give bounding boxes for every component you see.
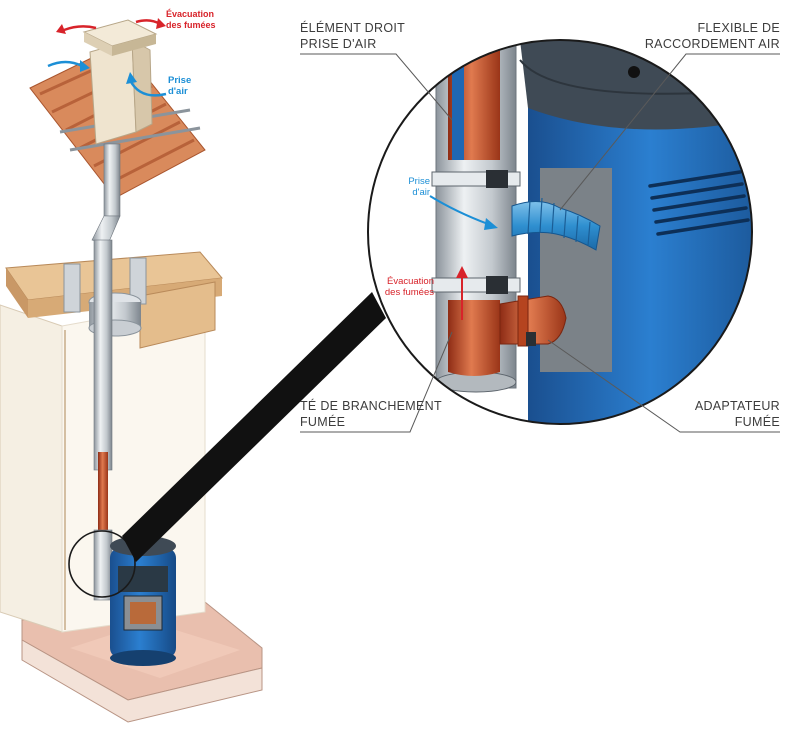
- leader-flexible: [559, 53, 780, 211]
- roof-batten-2: [69, 126, 201, 152]
- flue-lower: [93, 529, 113, 601]
- callout-te-line1: TÉ DE BRANCHEMENT: [300, 399, 442, 413]
- support-plate: [63, 263, 81, 313]
- callout-element-droit-line1: ÉLÉMENT DROIT: [300, 21, 406, 35]
- smoke-arrow-zoom-head: [456, 266, 468, 278]
- air-arrow-top: [128, 79, 167, 97]
- callout-adaptateur-line1: ADAPTATEUR: [694, 399, 780, 413]
- air-arrow-top-head: [126, 72, 137, 84]
- air-arrow-zoom: [429, 195, 489, 225]
- stove-grille-vents: [648, 170, 750, 236]
- adapter-clamp: [526, 332, 536, 346]
- leader-te: [300, 331, 453, 433]
- air-arrow-left-head: [80, 60, 90, 72]
- roof-terminal-cap-side: [112, 34, 156, 56]
- smoke-arrow-right: [135, 19, 161, 26]
- stove-small-fire: [130, 602, 156, 624]
- adapter-collar: [517, 295, 529, 347]
- stove-small-base: [110, 650, 176, 666]
- zoom-circle-border: [367, 39, 753, 425]
- callout-flexible-line1: FLEXIBLE DE: [697, 21, 780, 35]
- smoke-arrow-left: [63, 25, 97, 32]
- leader-element-droit: [300, 53, 453, 121]
- air-flex-ribs: [527, 197, 591, 247]
- wall: [0, 304, 63, 633]
- smoke-arrow-left-head: [56, 24, 66, 34]
- callout-element-droit-line2: PRISE D'AIR: [300, 37, 377, 51]
- stove-small-grille: [118, 566, 168, 592]
- band-clamp-1: [486, 170, 508, 188]
- air-arrow-left: [47, 60, 83, 68]
- ceiling-beam-front: [6, 268, 28, 318]
- band-clamp-2: [486, 276, 508, 294]
- callout-te-line2: FUMÉE: [300, 415, 346, 429]
- callout-flexible-line2: RACCORDEMENT AIR: [644, 37, 780, 51]
- callout-adaptateur: ADAPTATEUR FUMÉE: [695, 398, 780, 430]
- flue-upper: [103, 143, 121, 217]
- smoke-adapter: [499, 295, 567, 345]
- callout-leader-lines: [300, 53, 780, 433]
- detail-highlight-circle: [68, 530, 136, 598]
- flue-inner-blue-edge: [452, 40, 464, 160]
- zoom-connector: [122, 292, 386, 562]
- smoke-arrow-right-head: [156, 18, 166, 29]
- callout-te-branchement: TÉ DE BRANCHEMENT FUMÉE: [300, 398, 442, 430]
- leader-adaptateur: [547, 339, 780, 433]
- flue-inner-red: [98, 452, 108, 542]
- roof-terminal-cap-front: [84, 32, 112, 56]
- stove-top-knob: [628, 66, 640, 78]
- tee-red-inner: [448, 300, 500, 376]
- air-flex-hose: [511, 201, 601, 251]
- flue-middle: [93, 239, 113, 471]
- callout-adaptateur-line2: FUMÉE: [734, 415, 780, 429]
- floor-base: [21, 639, 263, 723]
- callout-flexible: FLEXIBLE DE RACCORDEMENT AIR: [645, 20, 780, 52]
- air-arrow-zoom-head: [484, 218, 498, 230]
- callout-element-droit: ÉLÉMENT DROIT PRISE D'AIR: [300, 20, 405, 52]
